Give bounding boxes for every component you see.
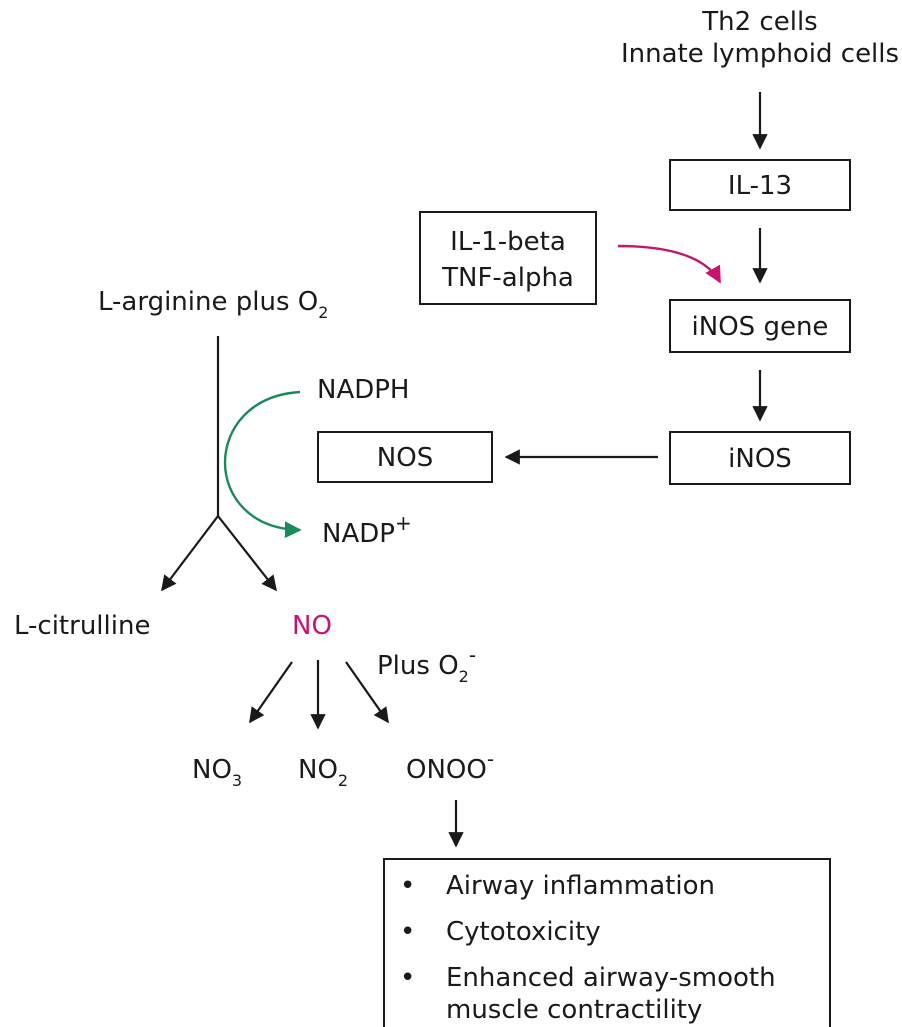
source-th2-cells: Th2 cells: [701, 7, 817, 37]
nadp-label: NADP+: [322, 511, 412, 549]
no3-text: NO: [192, 755, 232, 785]
effect-bullet-3: •: [400, 963, 415, 993]
il13-label: IL-13: [728, 171, 792, 201]
l-citrulline-label: L-citrulline: [14, 611, 150, 641]
superoxide-sup: -: [469, 643, 476, 667]
effect-continuation: muscle contractility: [446, 995, 702, 1025]
no3-sub: 3: [232, 771, 242, 790]
superoxide-text: Plus O: [377, 651, 459, 681]
substrate-sub: 2: [318, 303, 328, 322]
effect-enhanced-contractility: Enhanced airway-smooth: [446, 963, 776, 993]
no2-text: NO: [298, 755, 338, 785]
nadp-sup: +: [395, 511, 412, 535]
arrow-cytokines-to-inos-gene: [617, 244, 722, 284]
arrow-to-l-citrulline: [161, 515, 219, 592]
effect-airway-inflammation: Airway inflammation: [446, 871, 715, 901]
no3-label: NO3: [192, 755, 242, 790]
arrow-nadph-to-nadp: [224, 390, 302, 539]
effect-bullet-1: •: [400, 871, 415, 901]
arrow-to-no: [217, 515, 277, 592]
effects-box: [383, 858, 831, 1027]
inos-gene-label: iNOS gene: [692, 312, 829, 342]
inos-gene-box: [669, 299, 851, 353]
nos-box: [317, 431, 493, 483]
no2-sub: 2: [338, 771, 348, 790]
arrow-no-to-onoo: [345, 661, 389, 724]
no2-label: NO2: [298, 755, 348, 790]
inos-box: [669, 431, 851, 485]
superoxide-label: Plus O2-: [377, 643, 476, 686]
nadph-label: NADPH: [317, 375, 410, 405]
il1-beta-label: IL-1-beta: [450, 227, 566, 257]
effect-cytotoxicity: Cytotoxicity: [446, 917, 601, 947]
tnf-alpha-label: TNF-alpha: [441, 263, 574, 293]
arrow-no-to-no3: [249, 661, 293, 724]
inos-label: iNOS: [728, 444, 792, 474]
onoo-sup: -: [487, 747, 494, 771]
nos-label: NOS: [377, 443, 433, 473]
cytokines-box: [419, 211, 597, 305]
onoo-label: ONOO-: [406, 747, 494, 785]
substrate-label: L-arginine plus O2: [98, 287, 328, 322]
effect-bullet-2: •: [400, 917, 415, 947]
onoo-text: ONOO: [406, 755, 487, 785]
nadp-text: NADP: [322, 519, 395, 549]
source-innate-lymphoid-cells: Innate lymphoid cells: [621, 39, 899, 69]
substrate-text: L-arginine plus O: [98, 287, 318, 317]
il13-box: [669, 159, 851, 211]
no-label: NO: [292, 611, 332, 641]
superoxide-sub: 2: [459, 667, 469, 686]
